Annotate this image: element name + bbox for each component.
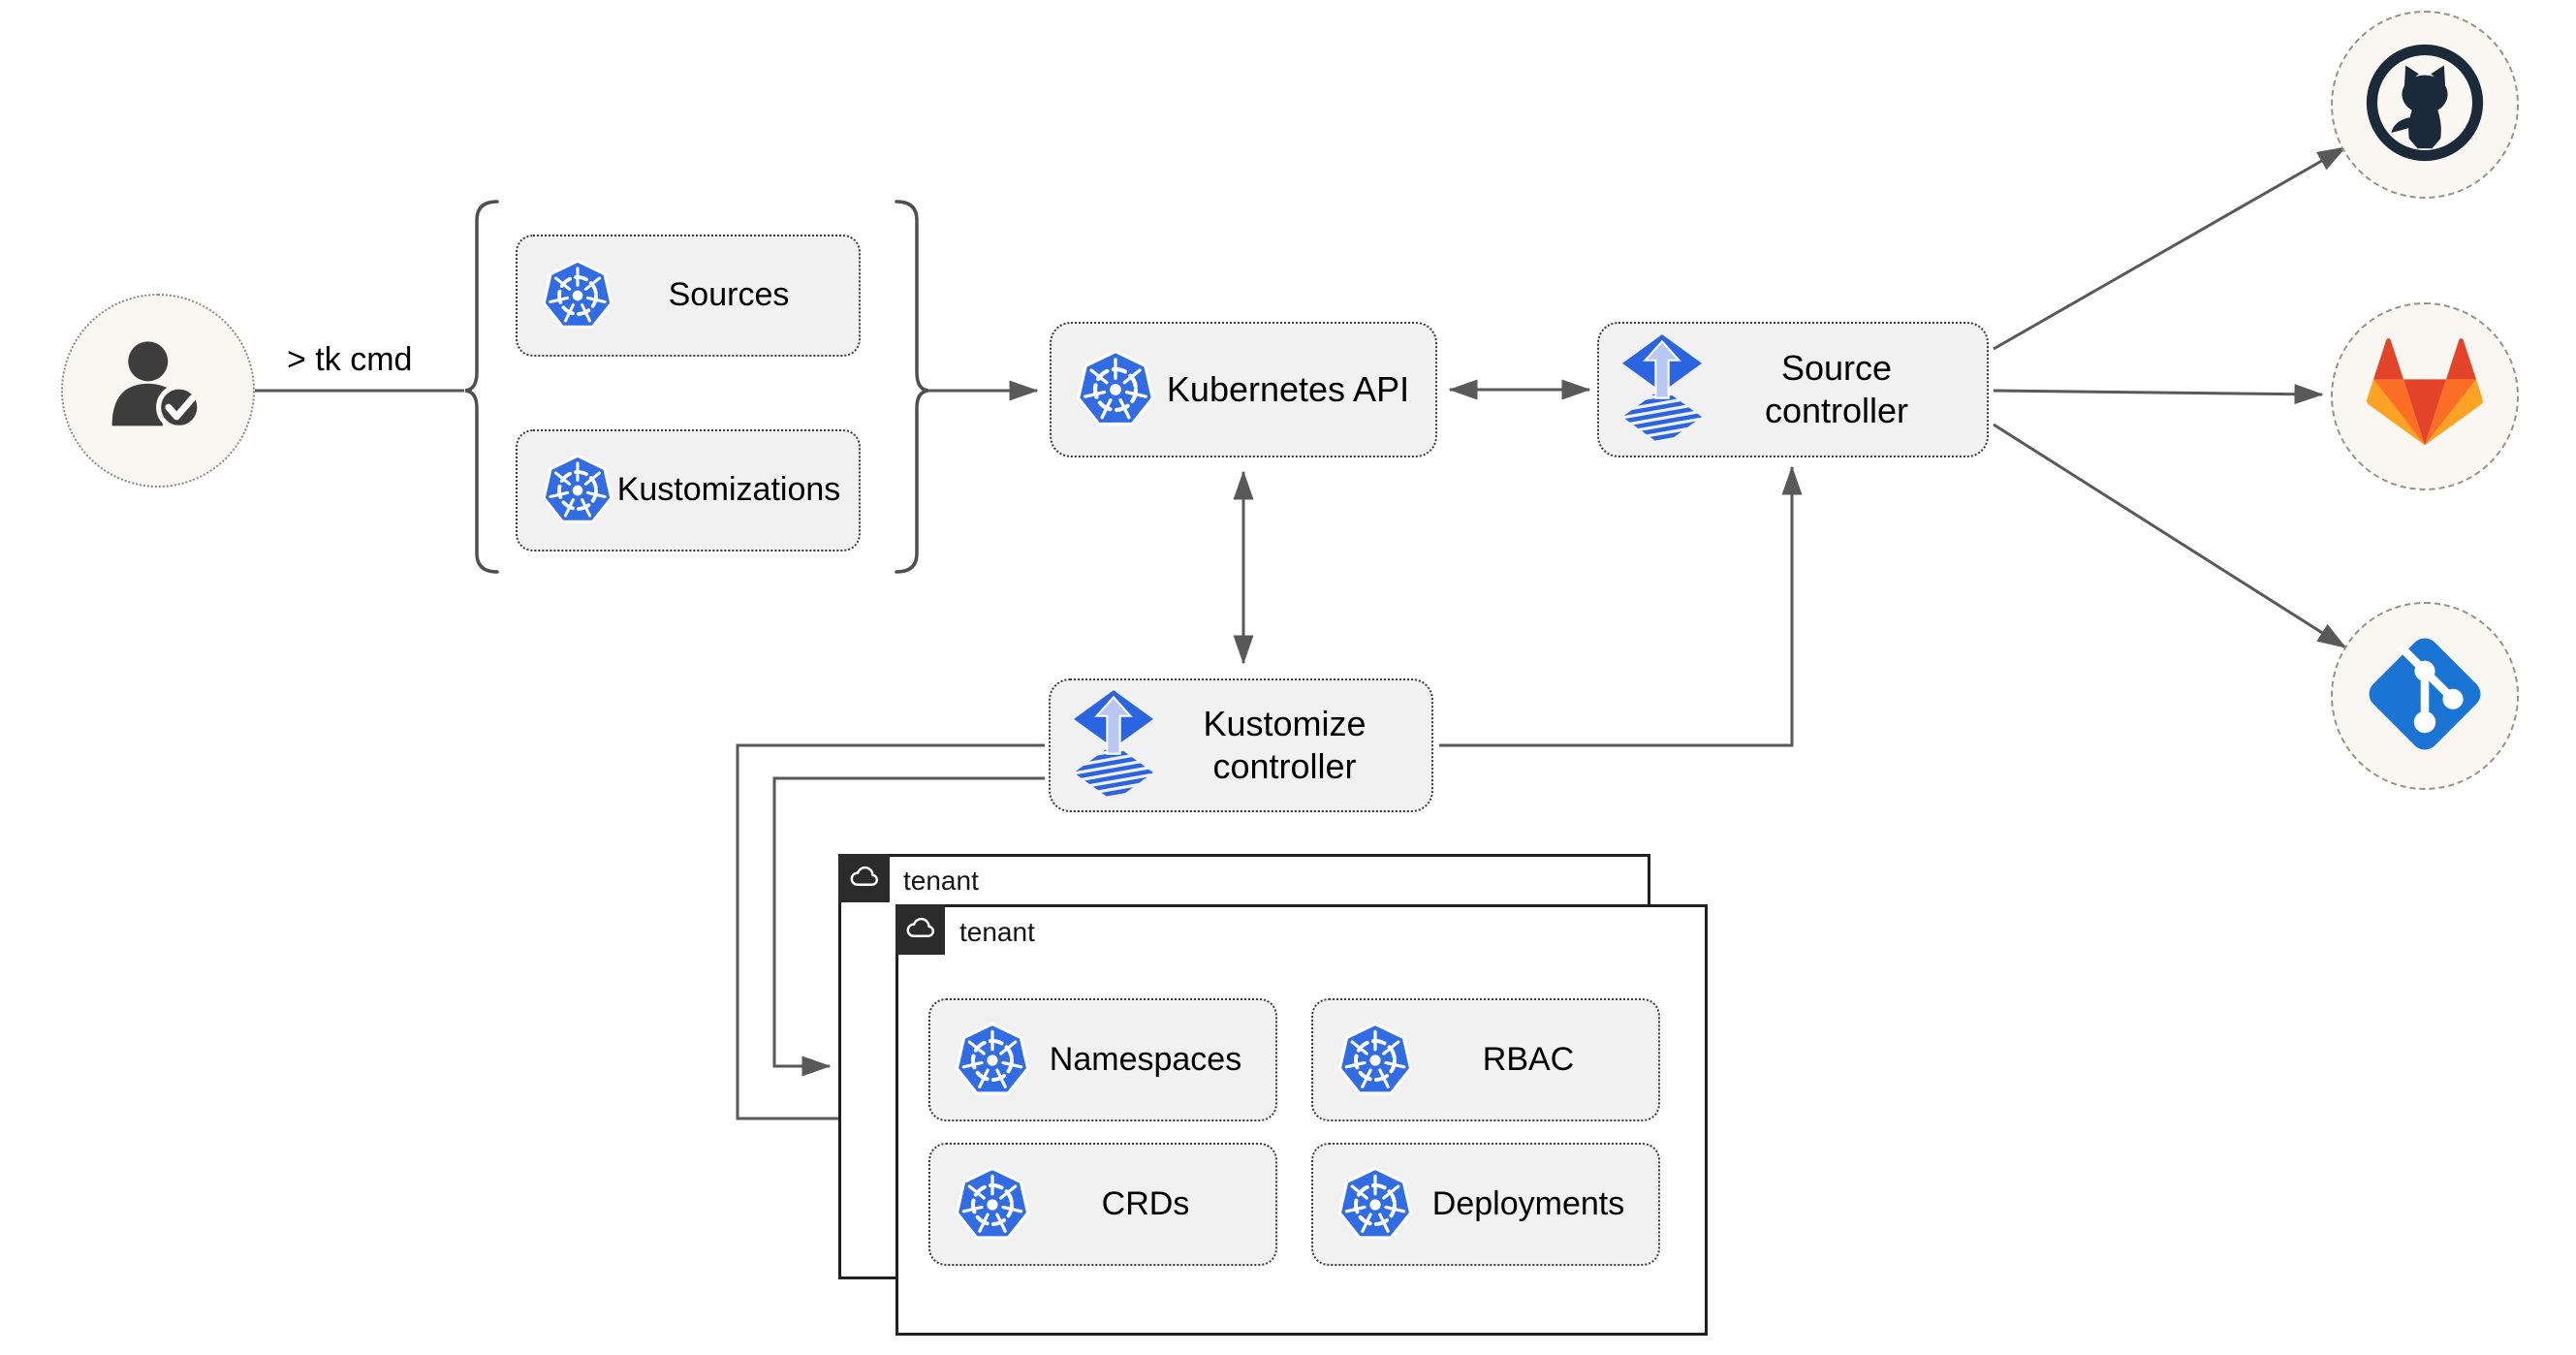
source-controller-line2: controller xyxy=(1764,391,1909,430)
tenant-back-label: tenant xyxy=(903,866,979,896)
cli-group-brace-right xyxy=(895,200,929,574)
user-actor xyxy=(61,294,255,488)
edge-kustomize-to-tenant-front xyxy=(736,743,1045,1129)
crds-node: CRDs xyxy=(928,1143,1277,1266)
git-provider xyxy=(2331,602,2519,790)
git-icon xyxy=(2361,630,2489,763)
kubernetes-icon xyxy=(541,259,614,332)
deployments-label: Deployments xyxy=(1431,1184,1625,1222)
tenant-front-label: tenant xyxy=(959,917,1035,947)
kustomize-controller-line1: Kustomize xyxy=(1203,704,1367,744)
sources-node: Sources xyxy=(516,235,861,357)
kustomize-controller-label: Kustomize controller xyxy=(1153,703,1416,788)
flux-icon xyxy=(1074,690,1153,802)
cli-command-label: > tk cmd xyxy=(287,341,413,378)
source-controller-node: Source controller xyxy=(1597,322,1989,457)
kustomize-controller-node: Kustomize controller xyxy=(1049,678,1433,812)
edge-kustomize-to-source-controller xyxy=(1439,465,1803,747)
cloud-icon xyxy=(838,854,890,902)
kustomizations-node: Kustomizations xyxy=(516,429,861,551)
sources-label: Sources xyxy=(668,276,790,314)
flux-icon xyxy=(1622,334,1702,446)
edge-source-controller-to-gitlab xyxy=(1993,384,2324,405)
namespaces-node: Namespaces xyxy=(928,998,1277,1121)
kubernetes-icon xyxy=(954,1166,1031,1244)
kubernetes-api-node: Kubernetes API xyxy=(1050,322,1437,457)
kustomize-controller-line2: controller xyxy=(1212,746,1357,786)
edge-source-controller-to-github xyxy=(1993,145,2347,351)
source-controller-line1: Source xyxy=(1780,348,1893,389)
gitlab-icon xyxy=(2367,336,2483,457)
kubernetes-icon xyxy=(1336,1022,1414,1099)
github-icon xyxy=(2365,43,2485,168)
rbac-label: RBAC xyxy=(1482,1040,1575,1078)
deployments-node: Deployments xyxy=(1311,1143,1660,1266)
namespaces-label: Namespaces xyxy=(1049,1040,1242,1078)
github-provider xyxy=(2331,11,2519,199)
rbac-node: RBAC xyxy=(1311,998,1660,1121)
kustomizations-label: Kustomizations xyxy=(616,471,841,509)
kubernetes-icon xyxy=(1075,349,1156,430)
gitlab-provider xyxy=(2331,302,2519,490)
edge-source-controller-to-git xyxy=(1993,423,2347,649)
source-controller-label: Source controller xyxy=(1702,347,1971,432)
kubernetes-api-label: Kubernetes API xyxy=(1166,369,1410,410)
edge-kustomize-to-tenant-back xyxy=(772,776,1045,1077)
cli-group-brace-left xyxy=(464,200,499,574)
kubernetes-icon xyxy=(954,1022,1031,1099)
user-check-icon xyxy=(96,327,220,456)
kubernetes-icon xyxy=(541,454,614,527)
kubernetes-icon xyxy=(1336,1166,1414,1244)
cloud-icon xyxy=(895,904,945,955)
crds-label: CRDs xyxy=(1101,1184,1190,1222)
